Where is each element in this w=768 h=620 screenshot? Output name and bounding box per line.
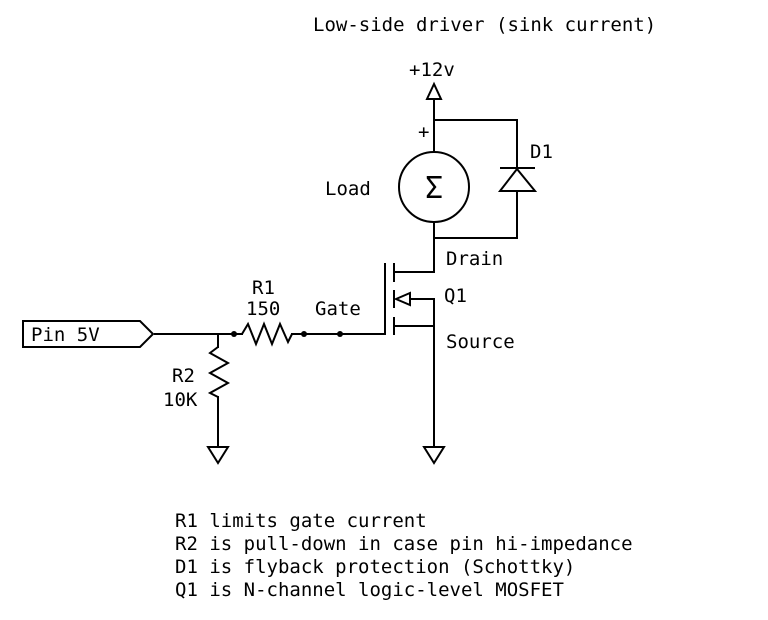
drain-label: Drain <box>446 248 503 270</box>
load-label: Load <box>325 178 371 200</box>
mosfet-ref: Q1 <box>444 285 467 307</box>
r1-ref: R1 <box>252 277 275 299</box>
note-line: R2 is pull-down in case pin hi-impedance <box>175 533 633 555</box>
junction-dot <box>301 331 307 337</box>
note-line: D1 is flyback protection (Schottky) <box>175 556 575 578</box>
supply-arrow-icon <box>425 81 443 100</box>
r1-resistor-icon <box>241 321 293 347</box>
schematic-title: Low-side driver (sink current) <box>313 14 656 36</box>
mosfet-arrow-icon <box>393 291 411 307</box>
r1-value: 150 <box>246 298 280 320</box>
junction-dot <box>231 331 237 337</box>
input-port <box>22 320 155 348</box>
junction-dot <box>337 331 343 337</box>
r2-value: 10K <box>163 389 198 411</box>
ground-icon <box>422 446 446 465</box>
ground-icon <box>206 446 230 465</box>
r2-ref: R2 <box>172 365 195 387</box>
source-label: Source <box>446 331 515 353</box>
diode-ref: D1 <box>530 141 553 163</box>
diode-icon <box>497 167 538 192</box>
load-sigma-icon: Σ <box>425 171 443 206</box>
note-line: R1 limits gate current <box>175 510 427 532</box>
gate-label: Gate <box>315 298 361 320</box>
load-polarity: + <box>418 121 429 143</box>
r2-resistor-icon <box>207 346 231 398</box>
note-line: Q1 is N-channel logic-level MOSFET <box>175 579 564 601</box>
input-port-label: Pin 5V <box>31 324 100 346</box>
supply-label: +12v <box>409 59 455 81</box>
